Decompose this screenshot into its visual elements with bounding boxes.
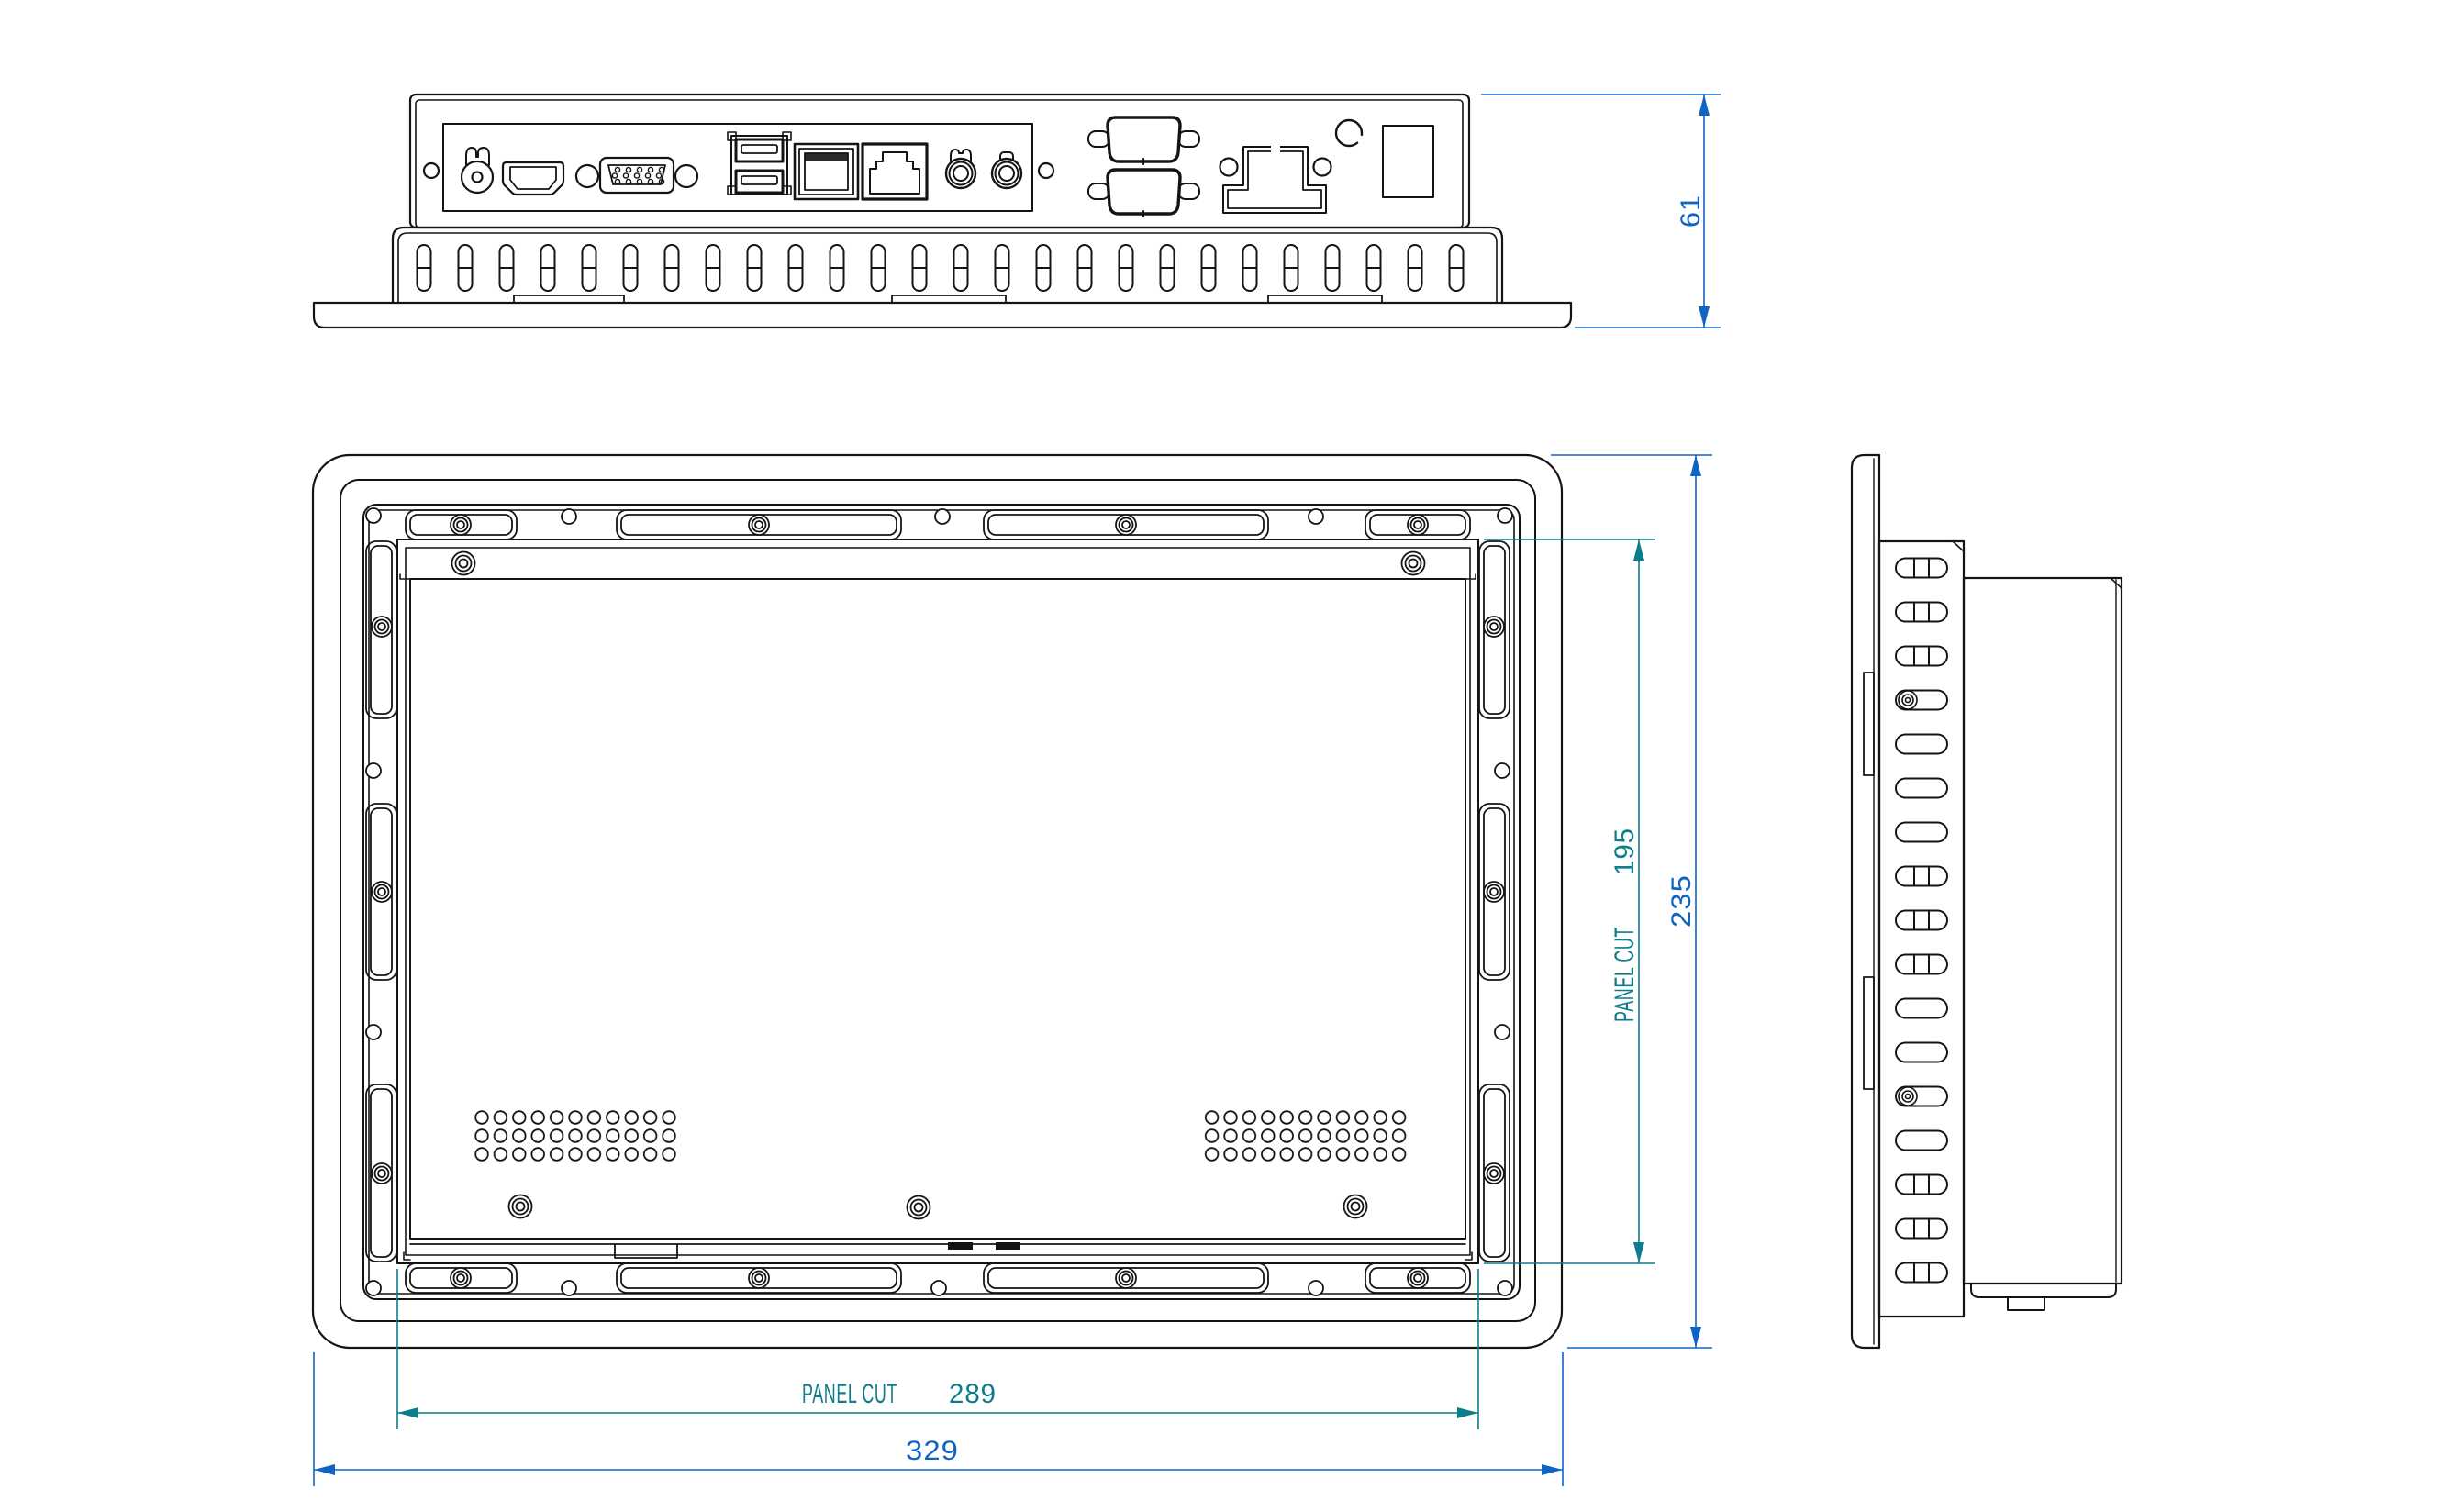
dc-jack-pin xyxy=(471,171,484,183)
speaker-grid-left xyxy=(472,1108,679,1163)
plate-center-mark-1 xyxy=(948,1242,973,1250)
dim-panel-cut-height: PANEL CUT 195 xyxy=(1484,539,1655,1264)
usb-a-bottom xyxy=(734,169,785,195)
face-hole-left xyxy=(422,161,440,180)
dim-width-lines xyxy=(313,1352,1564,1486)
mount-band-holes xyxy=(365,507,1513,1296)
fold-mark-rear-box xyxy=(2110,577,2122,589)
dim-pcw-lines xyxy=(396,1269,1479,1429)
dc-jack-barrel xyxy=(460,160,495,195)
top-vent-slots xyxy=(416,244,1465,292)
vga-pins xyxy=(611,166,665,185)
vga-screw-left xyxy=(574,163,600,189)
hdmi-port xyxy=(501,161,565,196)
back-rim xyxy=(362,504,1521,1300)
side-bracket-slot-upper xyxy=(1863,672,1875,776)
dim-pcw-label: PANEL CUT xyxy=(802,1379,897,1409)
speaker-grid-right xyxy=(1202,1108,1409,1163)
power-switch-cutout xyxy=(1382,125,1434,198)
terminal-hole-right xyxy=(1312,157,1332,177)
lan-port-blank xyxy=(793,142,860,201)
dc-power-jack xyxy=(460,147,495,195)
rear-box-lip xyxy=(1970,1283,2117,1298)
side-screw-lower xyxy=(1898,1086,1918,1106)
vga-port xyxy=(574,156,699,195)
dim-height-value: 235 xyxy=(1666,874,1697,928)
rear-plate xyxy=(399,573,1476,1261)
dim-pch-label: PANEL CUT xyxy=(1610,927,1640,1022)
dim-pch-lines xyxy=(1484,539,1655,1264)
side-bracket-slot-lower xyxy=(1863,976,1875,1090)
antenna-hole xyxy=(1334,118,1364,148)
dim-pcw-value: 289 xyxy=(949,1379,997,1409)
audio-jack-mic-in xyxy=(990,151,1023,190)
face-hole-right xyxy=(1037,161,1055,180)
top-view xyxy=(312,93,1573,329)
dim-pch-value: 195 xyxy=(1610,828,1640,875)
side-vent-slots xyxy=(1895,557,1948,1284)
dc-jack-clip xyxy=(465,147,490,166)
dim-depth: 61 xyxy=(1481,94,1721,328)
dim-panel-cut-width: PANEL CUT 289 xyxy=(396,1269,1479,1429)
usb-dual-port xyxy=(727,131,792,195)
rj45-port xyxy=(861,142,929,201)
com-port-2 xyxy=(1087,168,1200,217)
chassis-body xyxy=(396,539,1479,1264)
dim-height: 235 xyxy=(1551,454,1712,1349)
dim-depth-lines xyxy=(1481,94,1721,328)
mount-band-screws xyxy=(371,514,1505,1289)
vga-screw-right xyxy=(674,163,699,189)
back-bezel-outline xyxy=(311,453,1564,1350)
side-view xyxy=(1850,453,2123,1350)
side-screw-upper xyxy=(1898,690,1918,710)
rear-box-foot xyxy=(2007,1296,2045,1311)
usb-a-top xyxy=(734,138,785,163)
back-view xyxy=(311,453,1564,1350)
dim-depth-value: 61 xyxy=(1676,195,1706,228)
plate-bottom-tab xyxy=(614,1243,678,1259)
io-recess-panel xyxy=(442,123,1033,212)
top-bezel-strip xyxy=(312,295,1573,329)
audio-jack-line-out xyxy=(944,149,977,190)
terminal-hole-left xyxy=(1219,157,1239,177)
terminal-block-connector xyxy=(1219,143,1332,214)
dim-height-lines xyxy=(1551,454,1712,1349)
dim-width: 329 xyxy=(313,1352,1564,1486)
plate-center-mark-2 xyxy=(996,1242,1020,1250)
fold-mark-chassis xyxy=(1952,540,1965,552)
side-rear-box xyxy=(1962,576,2123,1311)
dim-width-value: 329 xyxy=(906,1436,959,1466)
top-vent-band xyxy=(391,226,1504,305)
com-port-1 xyxy=(1087,116,1200,165)
side-bezel xyxy=(1850,453,1881,1350)
